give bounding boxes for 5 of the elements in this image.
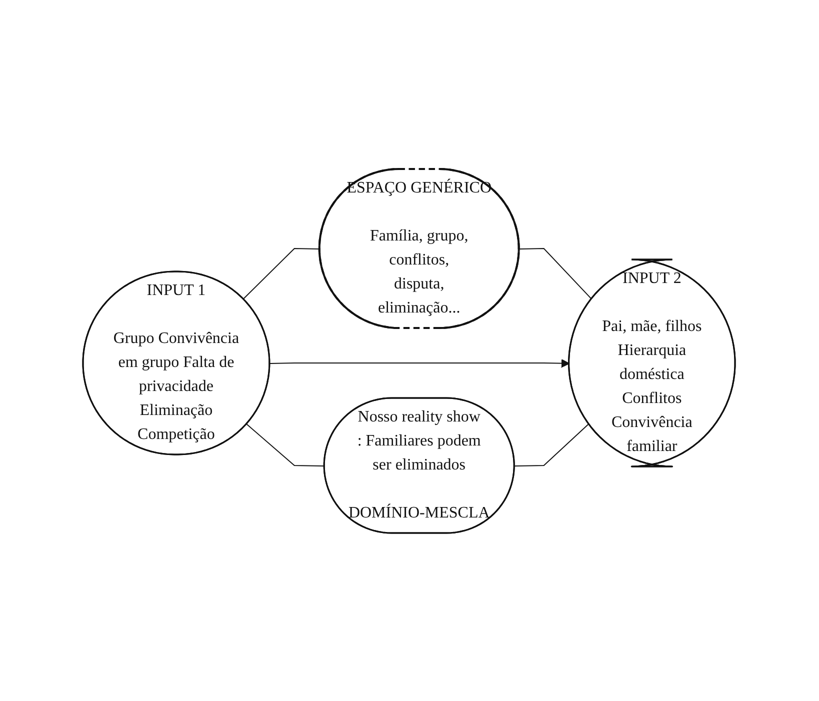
connector bbox=[246, 423, 326, 466]
connector bbox=[514, 422, 590, 466]
arrow bbox=[270, 358, 570, 368]
connector bbox=[519, 248, 593, 300]
connector bbox=[243, 248, 321, 299]
